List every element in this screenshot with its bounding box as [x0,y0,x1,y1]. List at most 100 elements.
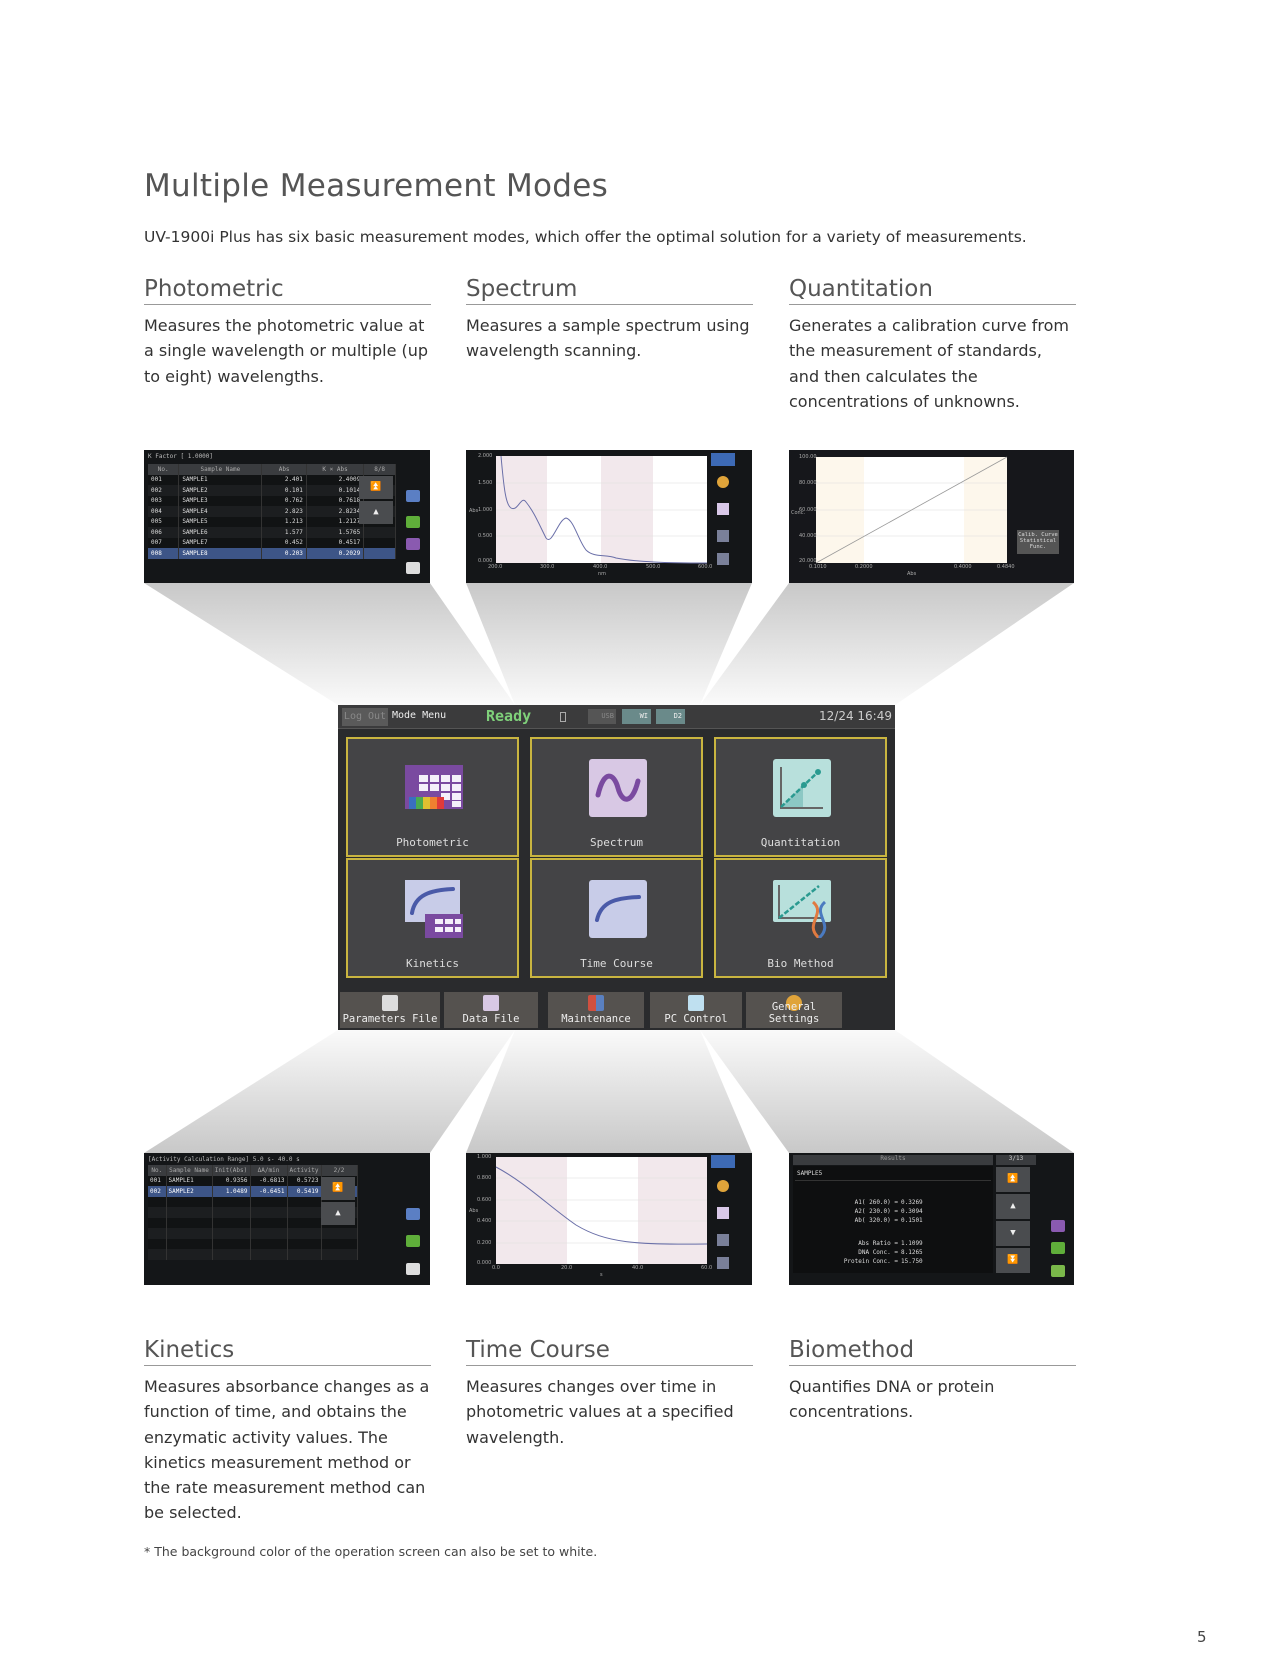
kinetics-screenshot: [Activity Calculation Range] 5.0 s- 40.0… [144,1153,430,1285]
tile-kinetics[interactable]: Kinetics [346,858,519,978]
col-header: Sample Name [178,464,263,475]
scroll-top-button[interactable]: ⏫ [321,1177,355,1200]
main-mode-menu-screen: Log Out Mode Menu Ready USB WI D2 12/24 … [338,705,895,1030]
delete-file-icon[interactable] [1051,1220,1065,1232]
file-icon [382,995,398,1011]
k-factor-caption: K Factor [ 1.0000] [148,453,214,460]
y-tick: 40.000 [799,533,817,539]
y-tick: 0.600 [477,1197,492,1203]
mode-title: Photometric [144,276,431,305]
tile-quantitation[interactable]: Quantitation [714,737,887,857]
mode-description: Measures the photometric value at a sing… [144,316,429,386]
footnote: * The background color of the operation … [144,1544,598,1559]
tile-photometric[interactable]: Photometric [346,737,519,857]
scroll-up-button[interactable]: ▲ [996,1194,1030,1219]
col-header: Sample Name [166,1165,213,1176]
calib-curve-stats-button[interactable]: Calib. Curve Statistical Func. [1017,530,1059,554]
x-label: nm [598,571,607,577]
col-header: 2/2 [321,1165,358,1176]
intro-text: UV-1900i Plus has six basic measurement … [144,228,1027,246]
time-course-screenshot: 1.000 0.800 0.600 0.400 0.200 0.000 Abs … [466,1153,752,1285]
scroll-bottom-button[interactable]: ⏬ [996,1248,1030,1273]
y-tick: 80.000 [799,480,817,486]
button-label: PC Control [664,1013,728,1025]
y-tick: 0.800 [477,1175,492,1181]
mode-title: Quantitation [789,276,1076,305]
trash-icon[interactable] [1051,1242,1065,1254]
scroll-up-button[interactable]: ▲ [321,1202,355,1225]
cell-icon [560,712,566,722]
parameters-file-button[interactable]: Parameters File [340,992,440,1028]
scroll-down-button[interactable]: ▼ [996,1221,1030,1246]
data-file-button[interactable]: Data File [444,992,538,1028]
col-header: Init(Abs) [212,1165,251,1176]
x-tick: 400.0 [593,564,608,570]
y-tick: 0.200 [477,1240,492,1246]
select-icon[interactable] [406,1208,420,1220]
maintenance-button[interactable]: Maintenance [548,992,644,1028]
x-tick: 300.0 [540,564,555,570]
tile-label: Quantitation [760,836,841,849]
wi-lamp-indicator: WI [622,709,651,724]
edit-pencil-icon[interactable] [1051,1265,1065,1277]
y-tick: 100.00 [799,454,817,460]
tile-bio-method[interactable]: Bio Method [714,858,887,978]
tile-time-course[interactable]: Time Course [530,858,703,978]
page-number: 5 [1197,1628,1207,1646]
tile-label: Bio Method [767,957,834,970]
quantitation-screenshot: 100.00 80.000 60.000 40.000 20.000 Conc.… [789,450,1074,583]
y-tick: 0.400 [477,1218,492,1224]
scroll-top-button[interactable]: ⏫ [359,476,393,499]
tile-label: Time Course [580,957,653,970]
datetime: 12/24 16:49 [819,709,892,723]
x-tick: 0.2000 [855,564,873,570]
x-label: s [600,1272,603,1278]
results-panel: SAMPLE5 A1( 260.0) =A2( 230.0) =Ab( 320.… [793,1166,993,1273]
mode-title: Spectrum [466,276,753,305]
trash-icon[interactable] [406,516,420,528]
x-tick: 0.4840 [997,564,1015,570]
general-settings-button[interactable]: General Settings [746,992,842,1028]
col-header: No. [148,464,180,475]
tile-spectrum[interactable]: Spectrum [530,737,703,857]
results-header: Results [793,1155,993,1165]
mode-title: Biomethod [789,1337,1076,1366]
status-ready: Ready [486,707,532,725]
delete-file-icon[interactable] [406,538,420,550]
x-tick: 200.0 [488,564,503,570]
time-course-icon [589,880,647,938]
usb-indicator: USB [588,709,616,724]
add-icon[interactable] [406,562,420,574]
select-icon[interactable] [406,490,420,502]
scroll-up-button[interactable]: ▲ [359,501,393,524]
data-file-icon [483,995,499,1011]
tile-label: Photometric [396,836,469,849]
col-header: 8/8 [363,464,396,475]
x-tick: 60.0 [701,1265,713,1271]
scroll-top-button[interactable]: ⏫ [996,1167,1030,1192]
y-tick: 1.000 [477,1154,492,1160]
sample-name: SAMPLE5 [797,1170,823,1177]
trash-icon[interactable] [406,1235,420,1247]
spectrum-icon [589,759,647,817]
col-header: No. [148,1165,167,1176]
tile-label: Spectrum [590,836,643,849]
y-tick: 0.500 [478,533,493,539]
col-header: Activity [287,1165,322,1176]
add-icon[interactable] [406,1263,420,1275]
mode-description: Quantifies DNA or protein concentrations… [789,1377,995,1422]
pc-control-button[interactable]: PC Control [650,992,742,1028]
button-label: Parameters File [342,1013,438,1025]
logout-button[interactable]: Log Out [342,708,388,726]
col-header: ΔA/min [250,1165,288,1176]
